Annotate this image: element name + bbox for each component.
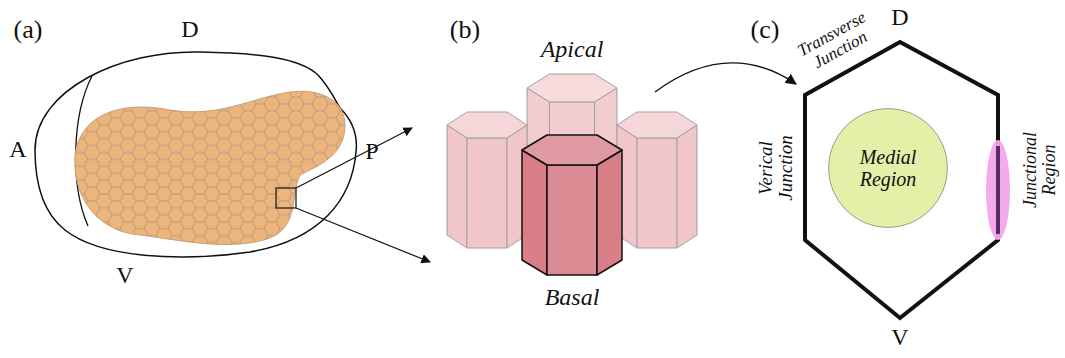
zoom-arrow <box>296 128 412 188</box>
panel-label: D <box>891 5 908 30</box>
embryo <box>35 52 430 262</box>
zoom-box <box>276 188 296 208</box>
region-label: Medial Region <box>840 146 936 190</box>
panel-label: (c) <box>751 16 780 43</box>
junctional-region: Junctional Region <box>986 130 1065 250</box>
panel-label: (b) <box>450 16 480 43</box>
zoom-arrow <box>296 208 430 262</box>
region-label: Junctional Region <box>1021 118 1059 222</box>
panel-label: Apical <box>541 37 604 62</box>
region-label: Verical Junction <box>756 120 796 216</box>
region-label: Transverse Junction <box>787 4 885 80</box>
medial-region: Medial Region <box>828 108 948 228</box>
right-prism <box>617 112 697 248</box>
cell-hexagon <box>805 42 998 318</box>
panel-label: (a) <box>14 16 43 43</box>
panel-label: P <box>365 139 378 164</box>
panel-label: V <box>891 325 908 350</box>
cell-prisms <box>447 63 796 275</box>
panel-label: A <box>9 137 26 162</box>
junction-edge <box>996 146 1000 234</box>
cell-pattern <box>75 91 345 244</box>
panel-label: Basal <box>545 285 600 310</box>
left-prism <box>447 112 527 248</box>
curved-arrow <box>655 63 796 92</box>
panel-label: D <box>181 17 198 42</box>
front-prism <box>522 135 622 275</box>
panel-label: V <box>116 263 133 288</box>
embryo-outline <box>35 52 356 257</box>
epithelial-tissue <box>75 91 345 244</box>
